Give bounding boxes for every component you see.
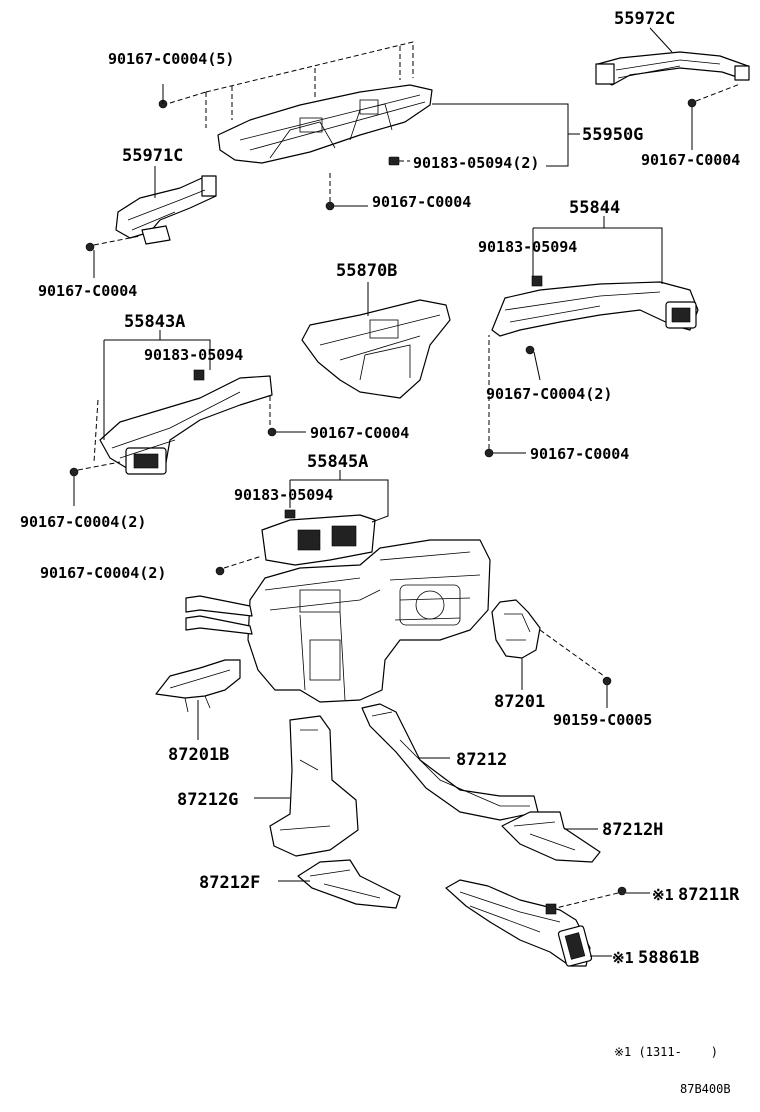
part-87212g-duct: [269, 715, 359, 857]
label-90167-c0004-center-top: 90167-C0004: [372, 193, 471, 211]
label-55843a: 55843A: [124, 312, 185, 332]
mark-87211r: ※1: [652, 886, 674, 904]
label-90183-05094-2: 90183-05094(2): [413, 154, 539, 172]
bolt-icon: [215, 555, 263, 576]
label-90183-05094-left: 90183-05094: [144, 346, 243, 364]
label-90167-c0004-right-mid: 90167-C0004: [530, 445, 629, 463]
part-55843a-duct: [99, 375, 273, 475]
label-90167-c0004-left-top: 90167-C0004: [38, 282, 137, 300]
part-87201b-duct: [155, 659, 241, 713]
label-87201: 87201: [494, 692, 545, 712]
label-87201b: 87201B: [168, 745, 229, 765]
label-90183-05094-center: 90183-05094: [234, 486, 333, 504]
bolt-icon: [687, 83, 741, 150]
label-90167-c0004-right-2: 90167-C0004(2): [486, 385, 612, 403]
label-58861b: 58861B: [638, 948, 699, 968]
clip-icon: [388, 156, 410, 166]
label-55870b: 55870B: [336, 261, 397, 281]
bolt-icon: [325, 170, 335, 211]
bolt-icon: [602, 676, 612, 708]
label-55972c: 55972C: [614, 9, 675, 29]
label-87211r: 87211R: [678, 885, 740, 905]
bolt-icon: [69, 461, 121, 506]
part-87212h-duct: [501, 811, 601, 863]
part-55971c-duct: [115, 175, 217, 245]
label-90167-c0004-right-top: 90167-C0004: [641, 151, 740, 169]
clip-icon: [284, 509, 296, 519]
footnote: ※1 (1311- ): [614, 1045, 718, 1059]
clip-icon: [531, 275, 543, 287]
label-87212: 87212: [456, 750, 507, 770]
label-87212g: 87212G: [177, 790, 238, 810]
part-87212f-duct: [297, 859, 401, 909]
label-90159-c0005: 90159-C0005: [553, 711, 652, 729]
part-55870b-duct: [301, 299, 451, 399]
bolt-icon: [158, 84, 168, 109]
label-87212h: 87212H: [602, 820, 663, 840]
clip-icon: [545, 903, 557, 915]
bolt-icon: [555, 886, 650, 909]
label-90167-c0004-5: 90167-C0004(5): [108, 50, 234, 68]
part-55844-duct: [491, 281, 699, 337]
bolt-icon: [267, 427, 306, 437]
label-55950g: 55950G: [582, 125, 643, 145]
label-90167-c0004-center-2: 90167-C0004(2): [40, 564, 166, 582]
part-55845a-vent: [261, 514, 376, 566]
mark-58861b: ※1: [612, 949, 634, 967]
label-90183-05094-right: 90183-05094: [478, 238, 577, 256]
part-55972c-duct: [595, 51, 750, 86]
bolt-icon: [525, 345, 541, 381]
part-55950g-duct: [217, 84, 433, 164]
dashed-outline-55950g: [169, 41, 414, 128]
label-90167-c0004-left-2: 90167-C0004(2): [20, 513, 146, 531]
part-hvac-unit: [185, 539, 491, 703]
clip-icon: [193, 369, 205, 381]
label-55844: 55844: [569, 198, 620, 218]
label-87212f: 87212F: [199, 873, 260, 893]
part-87211r-duct: [445, 879, 593, 967]
bolt-icon: [484, 335, 526, 458]
diagram-code: 87B400B: [680, 1082, 731, 1096]
bolt-icon: [85, 235, 141, 278]
label-55971c: 55971C: [122, 146, 183, 166]
part-87201-duct: [491, 599, 541, 659]
part-87212-duct: [361, 703, 539, 821]
label-90167-c0004-left-mid: 90167-C0004: [310, 424, 409, 442]
label-55845a: 55845A: [307, 452, 368, 472]
